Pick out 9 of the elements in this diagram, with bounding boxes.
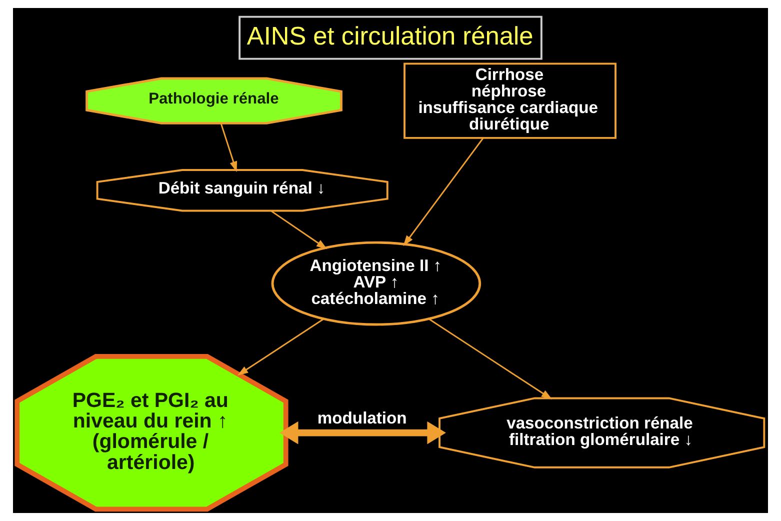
arrow bbox=[403, 138, 484, 246]
arrow bbox=[237, 318, 324, 376]
arrow bbox=[428, 318, 552, 400]
arrow bbox=[270, 210, 328, 250]
arrow bbox=[279, 421, 446, 444]
diagram-title: AINS et circulation rénale bbox=[246, 22, 534, 50]
node-box: Cirrhose néphrose insuffisance cardiaque diurétique bbox=[404, 62, 616, 139]
arrow bbox=[220, 123, 238, 172]
edge-label: modulation bbox=[317, 408, 407, 428]
